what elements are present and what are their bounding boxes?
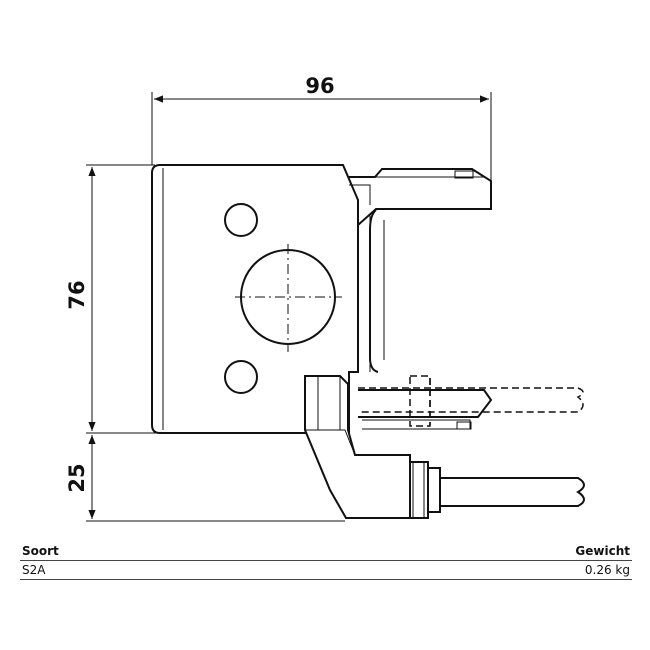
width-dimension: 96 xyxy=(151,74,492,210)
lower-clamp-arm xyxy=(358,389,493,430)
table-row: S2A 0.26 kg xyxy=(20,561,632,580)
upper-clamp-arm xyxy=(349,168,492,226)
height-lower-dimension: 25 xyxy=(65,435,345,522)
hidden-hose-line xyxy=(358,375,584,427)
height-lower-dimension-label: 25 xyxy=(65,463,89,492)
hose-tube xyxy=(440,477,585,507)
technical-drawing: 96 76 25 xyxy=(65,74,585,522)
u-channel xyxy=(369,209,385,373)
width-dimension-label: 96 xyxy=(305,74,334,98)
push-in-connector xyxy=(409,461,441,519)
spec-table-header: Soort Gewicht xyxy=(20,542,632,561)
mounting-hole-bottom xyxy=(224,360,258,394)
height-upper-dimension: 76 xyxy=(65,164,160,434)
center-bore xyxy=(235,244,342,352)
height-upper-dimension-label: 76 xyxy=(65,280,89,309)
type-column-header: Soort xyxy=(22,544,59,558)
mounting-hole-top xyxy=(224,203,258,237)
type-cell: S2A xyxy=(22,563,46,577)
spec-table: Soort Gewicht S2A 0.26 kg xyxy=(20,542,632,580)
weight-column-header: Gewicht xyxy=(575,544,630,558)
swivel-elbow xyxy=(304,375,411,519)
weight-cell: 0.26 kg xyxy=(584,563,630,577)
